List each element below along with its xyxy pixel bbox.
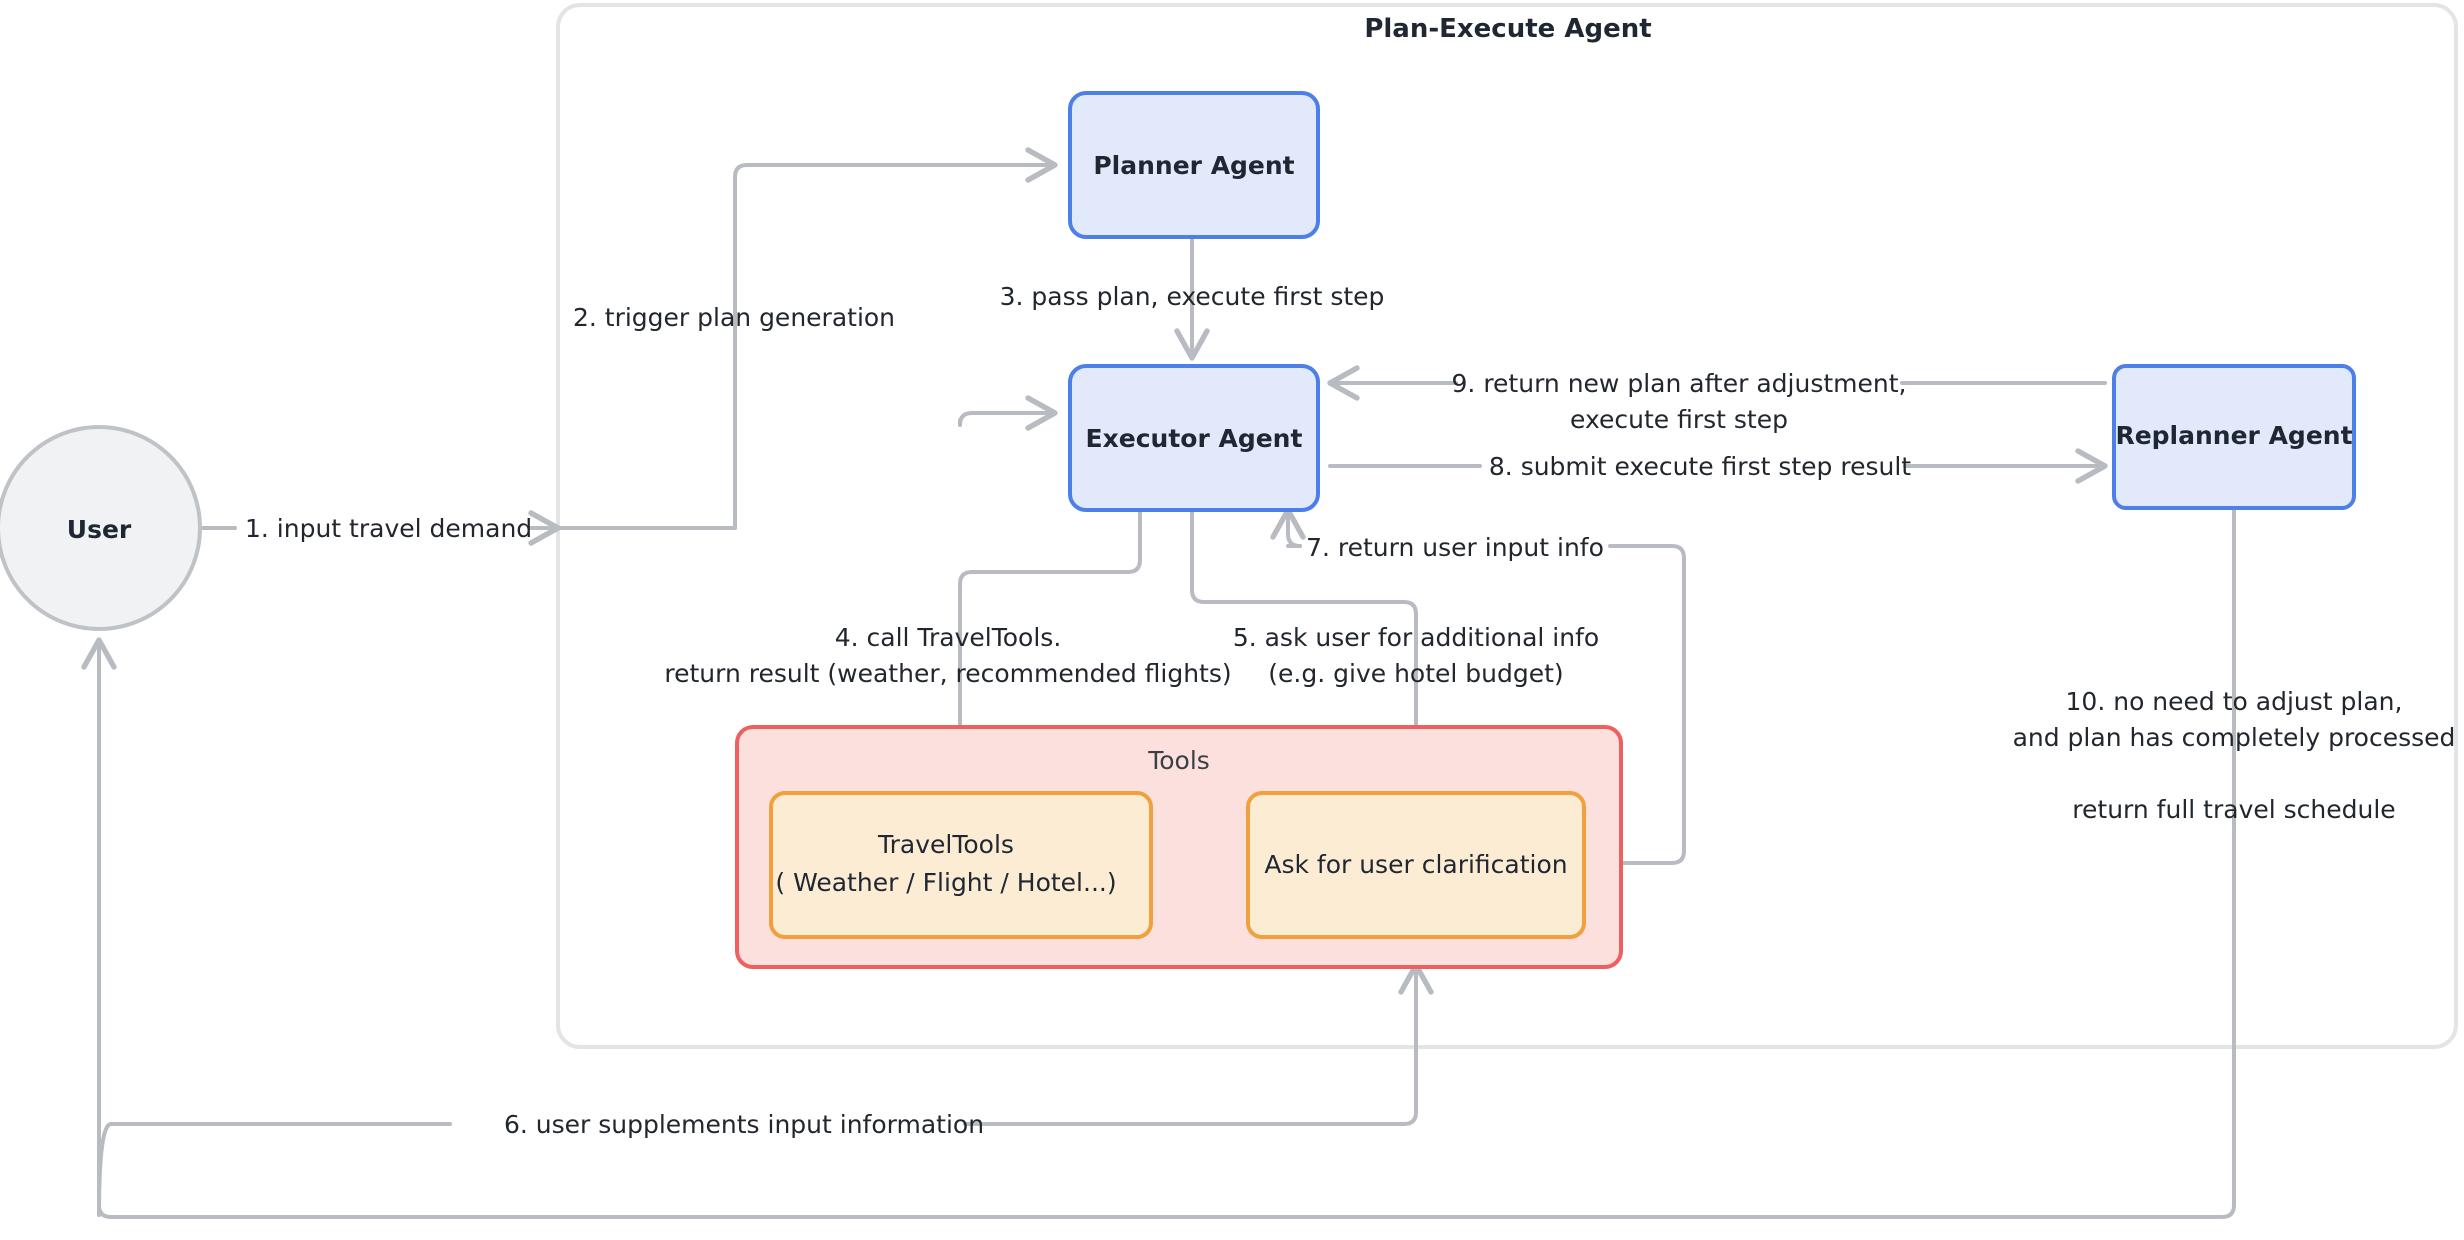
edge-8-submit-execute-result: 8. submit execute first step result (1328, 448, 2108, 484)
node-replanner-agent[interactable]: Replanner Agent (2112, 364, 2356, 510)
edge-10-label-line2: and plan has completely processed (2013, 723, 2456, 752)
edge-2-trigger-plan-generation: 2. trigger plan generation (573, 147, 1058, 530)
edge-6-label: 6. user supplements input information (504, 1110, 984, 1139)
edge-5-label-line2: (e.g. give hotel budget) (1268, 659, 1563, 688)
edge-3-pass-plan: 3. pass plan, execute first step (1000, 235, 1385, 361)
planner-agent-label: Planner Agent (1093, 151, 1294, 180)
node-planner-agent[interactable]: Planner Agent (1068, 91, 1320, 239)
travel-tools-label-line1: TravelTools (877, 830, 1014, 859)
edge-7-label: 7. return user input info (1306, 533, 1604, 562)
user-circle[interactable] (0, 425, 202, 631)
edge-1-label: 1. input travel demand (245, 514, 532, 543)
node-travel-tools[interactable]: TravelTools ( Weather / Flight / Hotel..… (769, 791, 1153, 939)
executor-agent-box[interactable] (1068, 364, 1320, 512)
edge-9-return-new-plan: 9. return new plan after adjustment, exe… (1327, 365, 2107, 434)
edge-9-label-line1: 9. return new plan after adjustment, (1452, 369, 1907, 398)
edge-10-label-line3: return full travel schedule (2072, 795, 2395, 824)
tools-group-title: Tools (1147, 746, 1210, 775)
edge-5-ask-user-additional-info: 5. ask user for additional info (e.g. gi… (1190, 508, 1599, 773)
replanner-agent-label: Replanner Agent (2115, 421, 2352, 450)
edge-4-label-line2: return result (weather, recommended flig… (664, 659, 1231, 688)
travel-tools-label-line2: ( Weather / Flight / Hotel...) (775, 868, 1116, 897)
edge-4-label-line1: 4. call TravelTools. (835, 623, 1062, 652)
ask-clarification-box[interactable] (1246, 791, 1586, 939)
planner-agent-box[interactable] (1068, 91, 1320, 239)
node-executor-agent[interactable]: Executor Agent (1068, 364, 1320, 512)
edge-6-user-supplements-input: 6. user supplements input information (97, 962, 1434, 1217)
edge-10-label-line1: 10. no need to adjust plan, (2066, 687, 2403, 716)
ask-clarification-label: Ask for user clarification (1264, 850, 1567, 879)
edge-1-input-travel-demand: 1. input travel demand (198, 510, 737, 546)
edge-5-label-line1: 5. ask user for additional info (1233, 623, 1599, 652)
replanner-agent-box[interactable] (2112, 364, 2356, 510)
travel-tools-box[interactable] (769, 791, 1153, 939)
edge-9-label-line2: execute first step (1570, 405, 1788, 434)
edge-7-return-user-input-info: 7. return user input info (1270, 507, 1686, 865)
edge-3-label: 3. pass plan, execute first step (1000, 282, 1385, 311)
node-ask-clarification[interactable]: Ask for user clarification (1246, 791, 1586, 939)
executor-agent-label: Executor Agent (1086, 424, 1303, 453)
node-user[interactable]: User (0, 425, 202, 631)
edge-10-return-full-schedule: 10. no need to adjust plan, and plan has… (81, 506, 2456, 1219)
plan-execute-agent-title: Plan-Execute Agent (1364, 14, 1651, 44)
edge-4-call-traveltools: 4. call TravelTools. return result (weat… (664, 395, 1232, 773)
edge-2-label: 2. trigger plan generation (573, 303, 895, 332)
edge-8-label: 8. submit execute first step result (1489, 452, 1911, 481)
user-label: User (67, 515, 132, 544)
